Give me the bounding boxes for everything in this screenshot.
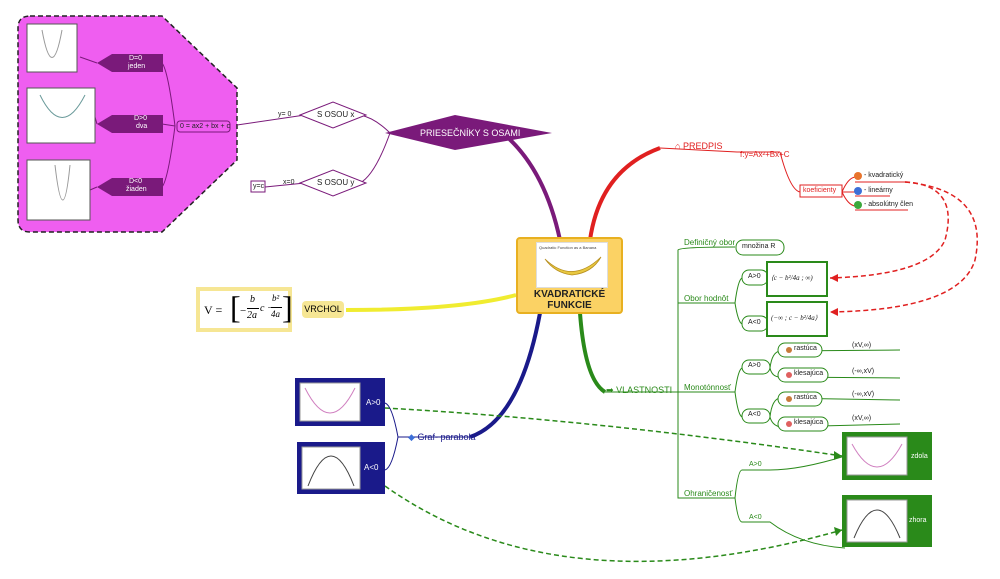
banana-image: Quadratic Function as a Banana (536, 242, 608, 288)
central-topic-node[interactable]: Quadratic Function as a Banana KVADRATIC… (516, 237, 623, 314)
case-dpos-cond: D>0 (134, 115, 148, 122)
predpis-formula: f:y=Ax²+Bx+C (740, 150, 790, 159)
branch-predpis (588, 146, 661, 241)
vrchol-num-b2: b² (272, 293, 280, 303)
klesajuca-pos-label: klesajúca (794, 370, 824, 377)
vrchol-den-2a: 2a (247, 310, 257, 321)
koef-c-text: - absolútny člen (864, 201, 914, 208)
ohr-pos-label: A>0 (749, 461, 762, 468)
vrchol-formula-box: V = [ − b 2a c − b² 4a ] (196, 287, 293, 332)
definicny-obor-label: Definičný obor (684, 238, 736, 247)
int-neg-kles: (xV,∞) (852, 415, 872, 422)
rastuca-pos-node (777, 342, 823, 358)
home-icon: ⌂ (675, 141, 681, 151)
badge-c-icon (854, 201, 862, 209)
mnozina-node (735, 239, 785, 256)
vrchol-formula-prefix: V = (204, 303, 223, 317)
case-dpos-text: dva (136, 123, 148, 130)
case-dpos-node (97, 115, 163, 133)
oh-pos-formula-box (766, 261, 828, 297)
y-c-node (250, 180, 266, 193)
int-neg-rast: (-∞,xV) (852, 391, 875, 398)
graf-neg-label: A<0 (364, 463, 379, 472)
vrchol-den-4a: 4a (271, 309, 280, 319)
branch-vlastnosti (578, 312, 607, 394)
klesajuca-pos-node (777, 367, 829, 383)
s-osou-x-node (298, 101, 368, 129)
badge-a-icon (854, 172, 862, 180)
mono-pos-node (741, 359, 771, 375)
mono-pos-label: A>0 (748, 362, 761, 369)
branch-vrchol (345, 293, 517, 312)
x-eq-label: x=0 (283, 179, 295, 186)
diamond-icon: ◆ (408, 432, 415, 442)
case-d0-text: jeden (128, 63, 146, 70)
rastuca-pos-label: rastúca (794, 345, 817, 352)
ohr-neg-label: A<0 (749, 514, 762, 521)
predpis-label[interactable]: ⌂ PREDPIS (675, 141, 723, 151)
vlastnosti-label[interactable]: ➡ VLASTNOSTI (606, 385, 673, 395)
oh-pos-label: A>0 (748, 273, 761, 280)
mono-neg-node (741, 408, 771, 424)
vrchol-node[interactable]: VRCHOL (302, 301, 344, 318)
branch-priesecniky (503, 133, 562, 241)
badge-b-icon (854, 187, 862, 195)
monotonnost-label: Monotónnosť (684, 383, 732, 392)
case-dneg-node (97, 178, 163, 196)
equation-node (176, 120, 231, 133)
vrchol-bracket-right: ] (282, 289, 293, 325)
graf-label[interactable]: ◆ Graf- parabola (408, 432, 476, 442)
s-osou-y-label: S OSOU y (317, 178, 355, 187)
int-pos-kles: (-∞,xV) (852, 368, 875, 375)
koeficienty-label: koeficienty (803, 187, 837, 194)
thumb-up-icon (786, 347, 792, 353)
vrchol-bracket-left: [ (230, 289, 241, 325)
thumb-down-icon-2 (786, 421, 792, 427)
y-c-label: y=c (253, 183, 265, 190)
klesajuca-neg-label: klesajúca (794, 419, 824, 426)
graf-pos-label: A>0 (366, 398, 381, 407)
zhora-label: zhora (909, 517, 927, 524)
priesecniky-label: PRIESEČNÍKY S OSAMI (420, 128, 521, 138)
priesecniky-node (385, 115, 552, 150)
int-pos-rast: (xV,∞) (852, 342, 872, 349)
vrchol-num-b: b (250, 294, 255, 305)
oh-pos-formula: ⟨c − b²/4a ; ∞) (771, 274, 813, 282)
oh-neg-formula: (−∞ ; c − b²/4a⟩ (771, 314, 818, 322)
zdola-label: zdola (911, 453, 928, 460)
koeficienty-node (799, 184, 843, 198)
mono-neg-label: A<0 (748, 411, 761, 418)
obor-hodnot-label: Obor hodnôt (684, 294, 729, 303)
rastuca-neg-label: rastúca (794, 394, 817, 401)
case-dneg-cond: D<0 (129, 178, 143, 185)
vrchol-c: c − (260, 303, 274, 314)
s-osou-x-label: S OSOU x (317, 110, 355, 119)
vrchol-minus: − (240, 305, 247, 317)
oh-neg-formula-box (766, 301, 828, 337)
klesajuca-neg-node (777, 416, 829, 432)
s-osou-y-node (298, 169, 368, 197)
equation-label: 0 = ax2 + bx + c (180, 123, 231, 130)
koef-b-text: - lineárny (864, 187, 893, 194)
thumb-down-icon (786, 372, 792, 378)
case-dneg-text: žiaden (126, 186, 147, 193)
y-eq-label: y= 0 (278, 111, 292, 118)
koef-a-text: - kvadratický (864, 172, 904, 179)
ohranicenost-label: Ohraničenosť (684, 489, 733, 498)
arrow-icon: ➡ (606, 385, 614, 395)
oh-neg-label: A<0 (748, 319, 761, 326)
rastuca-neg-node (777, 391, 823, 407)
case-d0-node (97, 54, 163, 72)
mnozina-label: množina R (742, 243, 776, 250)
banana-caption: Quadratic Function as a Banana (539, 245, 597, 250)
thumb-up-icon-2 (786, 396, 792, 402)
branch-graf (469, 312, 542, 439)
case-d0-cond: D=0 (129, 55, 143, 62)
